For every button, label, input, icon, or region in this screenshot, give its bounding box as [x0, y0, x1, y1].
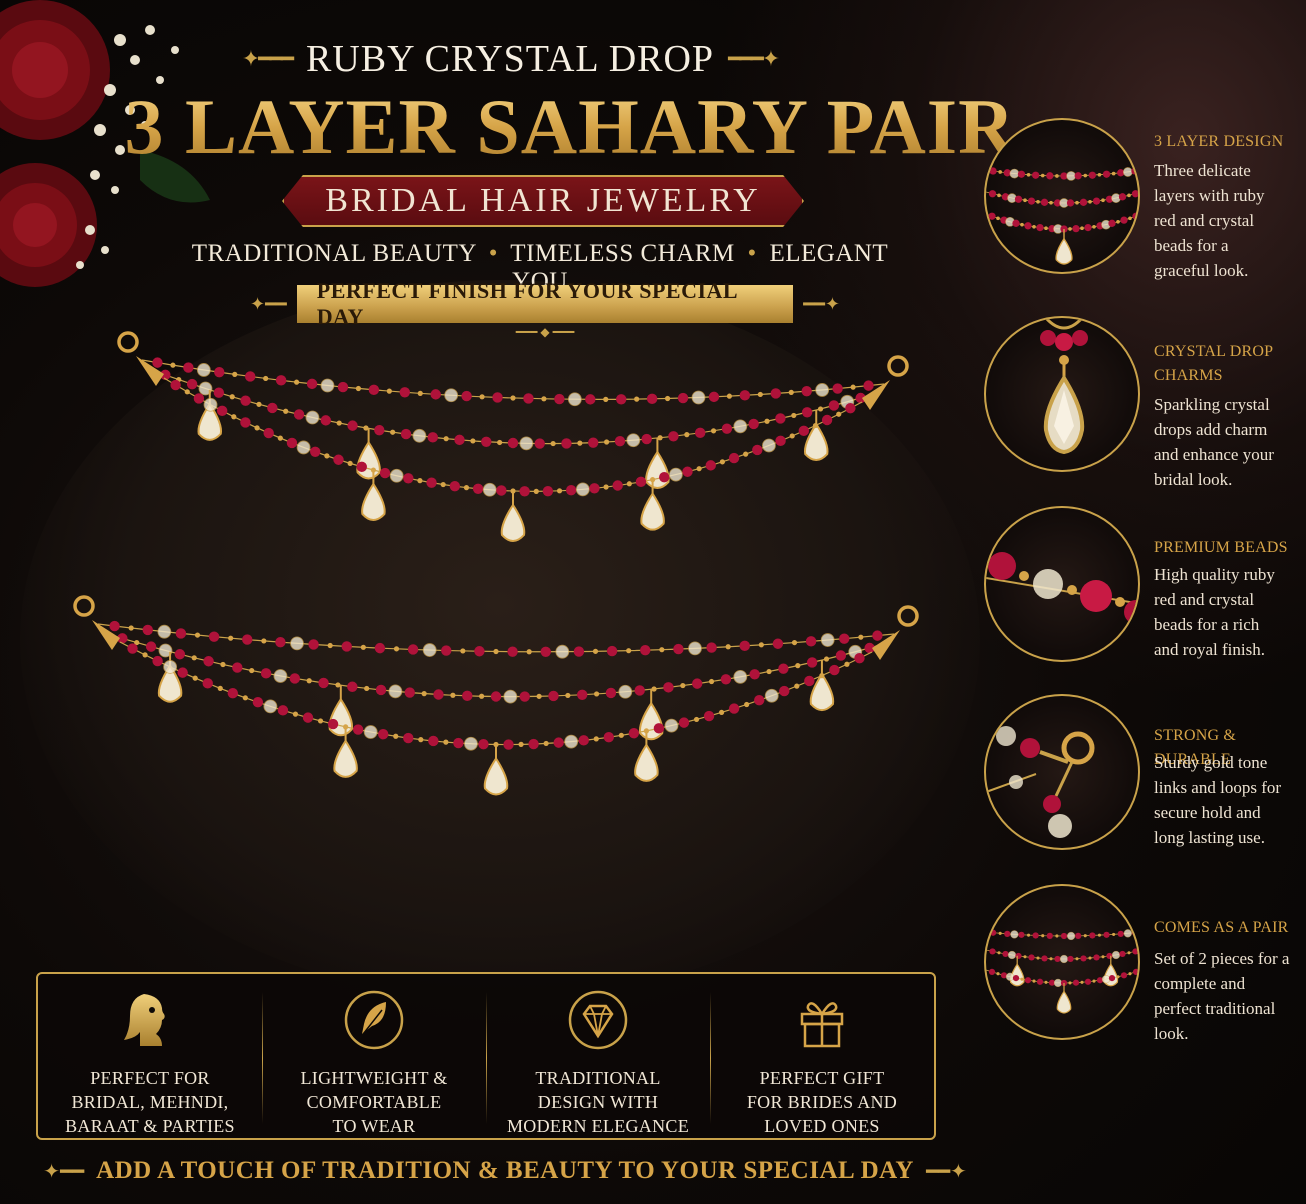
feature-line: red and crystal [1154, 590, 1255, 609]
feature-line: layers with ruby [1154, 186, 1265, 205]
feature-comes-as-pair: COMES AS A PAIR Set of 2 pieces for a co… [984, 884, 1306, 1054]
feature-description: Set of 2 pieces for a complete and perfe… [1154, 946, 1300, 1046]
page-title: 3 LAYER SAHARY PAIR [120, 82, 1020, 172]
feature-description: Three delicate layers with ruby red and … [1154, 158, 1300, 283]
feature-title: COMES AS A PAIR [1154, 919, 1289, 936]
tagline-item: ELEGANT YOU [512, 240, 889, 295]
feature-line: links and loops for [1154, 778, 1282, 797]
feature-line: High quality ruby [1154, 565, 1275, 584]
benefit-occasions: PERFECT FOR BRIDAL, MEHNDI, BARAAT & PAR… [38, 974, 262, 1138]
benefit-line: TO WEAR [332, 1116, 416, 1136]
feature-line: Three delicate [1154, 161, 1251, 180]
benefit-text: PERFECT FOR BRIDAL, MEHNDI, BARAAT & PAR… [65, 1066, 235, 1138]
right-flourish-icon: ━━━✦ [728, 46, 780, 71]
benefit-line: FOR BRIDES AND [746, 1092, 898, 1112]
feature-line: and enhance your [1154, 445, 1274, 464]
footer-text: ADD A TOUCH OF TRADITION & BEAUTY TO YOU… [96, 1157, 914, 1184]
left-flourish-icon: ✦━━ [43, 1160, 85, 1183]
feature-line: perfect traditional [1154, 999, 1276, 1018]
banner-label: BRIDAL HAIR JEWELRY [325, 182, 761, 219]
feature-line: beads for a [1154, 236, 1229, 255]
roses-decoration [0, 0, 210, 287]
benefit-line: LIGHTWEIGHT & [300, 1068, 448, 1088]
feature-description: Sparkling crystal drops add charm and en… [1154, 392, 1300, 492]
loop-icon [984, 694, 1140, 850]
left-flourish-icon: ✦━━━ [241, 46, 294, 71]
beads-icon [984, 506, 1140, 662]
tagline-separator: • [488, 240, 498, 267]
feature-line: red and crystal [1154, 211, 1255, 230]
feature-title-line: CHARMS [1154, 367, 1223, 384]
feature-line: Sturdy gold tone [1154, 753, 1268, 772]
feature-title: CRYSTAL DROP CHARMS [1154, 340, 1306, 388]
benefit-text: TRADITIONAL DESIGN WITH MODERN ELEGANCE [507, 1066, 689, 1138]
benefit-line: LOVED ONES [764, 1116, 880, 1136]
feature-line: drops add charm [1154, 420, 1268, 439]
divider-flourish-icon: ━━━ ◆ ━━━ [515, 325, 575, 339]
benefit-line: BARAAT & PARTIES [65, 1116, 235, 1136]
gift-icon [800, 1002, 844, 1048]
feature-title-line: CRYSTAL DROP [1154, 343, 1274, 360]
left-flourish-icon: ✦━━ [250, 293, 287, 314]
pair-icon [984, 884, 1140, 1040]
feature-description: Sturdy gold tone links and loops for sec… [1154, 750, 1300, 850]
feature-crystal-drop-charms: CRYSTAL DROP CHARMS Sparkling crystal dr… [984, 316, 1306, 489]
benefit-line: PERFECT FOR [90, 1068, 210, 1088]
feature-line: beads for a rich [1154, 615, 1260, 634]
benefits-panel: PERFECT FOR BRIDAL, MEHNDI, BARAAT & PAR… [36, 972, 936, 1140]
benefit-lightweight: LIGHTWEIGHT & COMFORTABLE TO WEAR [262, 974, 486, 1138]
tagline-item: TIMELESS CHARM [510, 240, 735, 267]
benefit-line: DESIGN WITH [537, 1092, 659, 1112]
feature-line: long lasting use. [1154, 828, 1265, 847]
benefit-gift: PERFECT GIFT FOR BRIDES AND LOVED ONES [710, 974, 934, 1138]
benefit-line: TRADITIONAL [535, 1068, 661, 1088]
benefit-traditional: TRADITIONAL DESIGN WITH MODERN ELEGANCE [486, 974, 710, 1138]
highlight-plate: PERFECT FINISH FOR YOUR SPECIAL DAY [296, 278, 794, 329]
sahary-jewelry-illustration [73, 331, 919, 796]
feature-line: and royal finish. [1154, 640, 1265, 659]
feature-strong-durable: STRONG & DURABLE Sturdy gold tone links … [984, 694, 1306, 864]
crystal-drop-icon [984, 316, 1140, 472]
tagline-item: TRADITIONAL BEAUTY [191, 240, 476, 267]
three-layer-icon [984, 118, 1140, 274]
feature-title: STRONG & DURABLE [1154, 727, 1237, 768]
category-banner: BRIDAL HAIR JEWELRY [282, 175, 804, 227]
right-flourish-icon: ━━✦ [925, 1160, 967, 1183]
feature-title: 3 LAYER DESIGN [1154, 133, 1284, 150]
tagline-separator: • [747, 240, 757, 267]
benefit-text: PERFECT GIFT FOR BRIDES AND LOVED ONES [747, 1066, 897, 1138]
feature-line: complete and [1154, 974, 1246, 993]
benefit-text: LIGHTWEIGHT & COMFORTABLE TO WEAR [300, 1066, 447, 1138]
feather-icon [344, 990, 404, 1050]
feature-line: bridal look. [1154, 470, 1233, 489]
feature-line: secure hold and [1154, 803, 1261, 822]
tagline: TRADITIONAL BEAUTY • TIMELESS CHARM • EL… [180, 240, 900, 295]
feature-3-layer-design: 3 LAYER DESIGN Three delicate layers wit… [984, 118, 1306, 288]
benefit-line: BRIDAL, MEHNDI, [71, 1092, 229, 1112]
feature-line: graceful look. [1154, 261, 1249, 280]
header-kicker: RUBY CRYSTAL DROP [305, 38, 715, 80]
diamond-icon [568, 990, 628, 1050]
benefit-line: PERFECT GIFT [759, 1068, 885, 1088]
feature-line: Set of 2 pieces for a [1154, 949, 1290, 968]
highlight-plate-row: ✦━━ PERFECT FINISH FOR YOUR SPECIAL DAY … [250, 278, 840, 329]
benefit-line: COMFORTABLE [306, 1092, 442, 1112]
benefit-line: MODERN ELEGANCE [507, 1116, 689, 1136]
footer-tagline: ✦━━ ADD A TOUCH OF TRADITION & BEAUTY TO… [40, 1152, 970, 1190]
plate-label: PERFECT FINISH FOR YOUR SPECIAL DAY [316, 278, 737, 329]
feature-line: look. [1154, 1024, 1189, 1043]
feature-title: PREMIUM BEADS [1154, 539, 1288, 556]
header-kicker-row: ✦━━━ RUBY CRYSTAL DROP ━━━✦ [240, 34, 780, 84]
right-flourish-icon: ━━✦ [803, 293, 840, 314]
feature-description: High quality ruby red and crystal beads … [1154, 562, 1300, 662]
feature-premium-beads: PREMIUM BEADS High quality ruby red and … [984, 506, 1306, 676]
bride-profile-icon [124, 994, 165, 1046]
feature-line: Sparkling crystal [1154, 395, 1270, 414]
